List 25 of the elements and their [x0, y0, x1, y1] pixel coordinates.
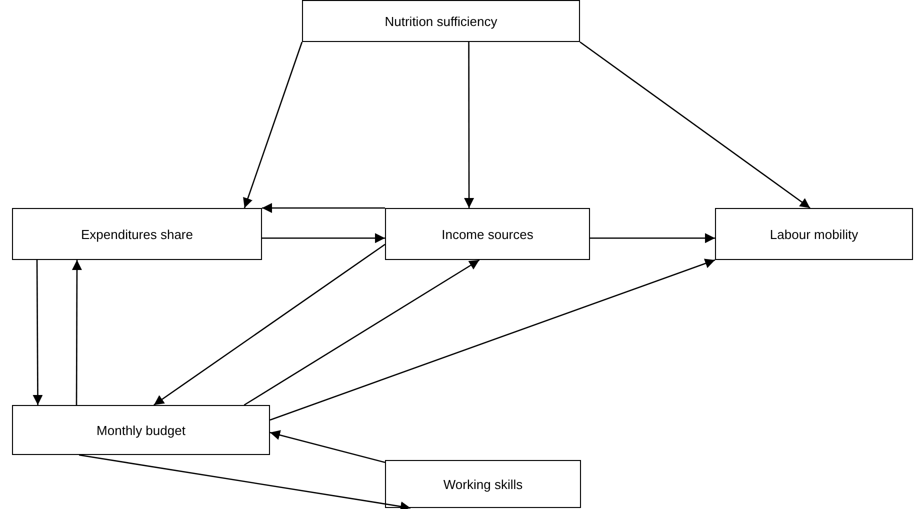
- process-box: [12, 405, 270, 455]
- node-label: Labour mobility: [770, 226, 858, 242]
- arrow: [464, 42, 474, 208]
- arrow: [262, 203, 385, 213]
- node-label: Nutrition sufficiency: [384, 14, 498, 28]
- process-box: [715, 208, 913, 260]
- process-box: [302, 0, 580, 42]
- arrow: [243, 42, 303, 208]
- arrow: [270, 430, 386, 464]
- arrow: [72, 260, 82, 405]
- arrow: [32, 260, 43, 405]
- node-label: Expenditures share: [80, 226, 193, 242]
- arrow: [590, 233, 715, 244]
- process-box: [12, 208, 262, 260]
- arrow: [154, 244, 386, 406]
- node-label: Working skills: [443, 476, 523, 492]
- arrow: [270, 258, 716, 421]
- process-box: [385, 460, 581, 508]
- arrow: [262, 233, 385, 244]
- arrow: [78, 454, 411, 509]
- arrow: [244, 259, 480, 406]
- process-box: [385, 208, 590, 260]
- arrow: [580, 41, 810, 209]
- node-label: Income sources: [442, 226, 534, 242]
- node-label: Monthly budget: [96, 422, 186, 438]
